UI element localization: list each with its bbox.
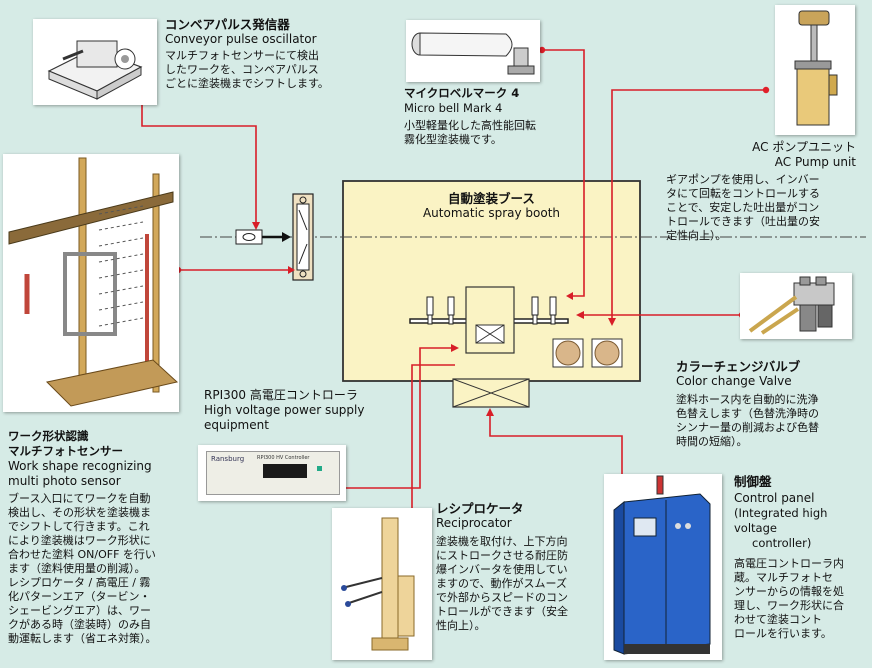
control-cabinet-icon — [613, 475, 711, 655]
conveyor-pulse-desc: マルチフォトセンサーにて検出 したワークを、コンベアパルス ごとに塗装機までシフ… — [165, 49, 329, 90]
reciprocator-label: レシプロケータ Reciprocator 塗装機を取付け、上下方向 にストローク… — [436, 501, 612, 633]
control-panel-desc: 高電圧コントローラ内 蔵。マルチフォトセ ンサーからの情報を処 理し、ワーク形状… — [734, 557, 844, 640]
booth-title: 自動塗装ブース Automatic spray booth — [422, 191, 561, 220]
control-panel-label: 制御盤 Control panel (Integrated high volta… — [734, 474, 872, 641]
work-sensor-desc: ブース入口にてワークを自動 検出し、その形状を塗装機ま でシフトして行きます。こ… — [8, 492, 157, 645]
control-panel-image — [604, 474, 722, 660]
signal-wires — [141, 49, 766, 515]
ac-pump-desc: ギアポンプを使用し、インバー タにて回転をコントロールする ことで、安定した吐出… — [666, 173, 820, 242]
reciprocator-image — [332, 508, 432, 660]
work-sensor-image — [3, 154, 179, 412]
hv-display — [263, 464, 307, 478]
color-valve-desc: 塗料ホース内を自動的に洗浄 色替えします（色替洗浄時の シンナー量の削減および色… — [676, 393, 819, 448]
hv-led — [317, 466, 322, 471]
ac-pump-label: AC ポンプユニット AC Pump unit ギアポンプを使用し、インバー タ… — [666, 140, 866, 243]
reciprocator-desc: 塗装機を取付け、上下方向 にストロークさせる耐圧防 爆インバータを使用してい ま… — [436, 535, 568, 632]
micro-bell-image — [406, 20, 540, 82]
conveyor-pulse-image — [33, 19, 157, 105]
spray-guns-right — [531, 296, 557, 325]
valve-manifold-icon — [748, 276, 835, 335]
color-valve-image — [740, 273, 852, 339]
color-valve-label: カラーチェンジバルブ Color change Valve 塗料ホース内を自動的… — [676, 359, 872, 449]
micro-bell-desc: 小型軽量化した高性能回転 霧化型塗装機です。 — [404, 119, 536, 146]
conveyor-frame-icon — [8, 157, 179, 407]
pump-unit-icon — [794, 10, 838, 126]
bell-applicator-icon — [411, 32, 535, 75]
spray-guns-left — [426, 296, 455, 325]
ac-pump-image — [775, 5, 855, 135]
hv-controller-face: Ransburg RPI300 HV Controller — [206, 451, 340, 495]
hv-controller-image: Ransburg RPI300 HV Controller — [198, 445, 346, 501]
micro-bell-label: マイクロベルマーク 4 Micro bell Mark 4 小型軽量化した高性能… — [404, 86, 584, 147]
hv-controller-label: RPI300 高電圧コントローラ High voltage power supp… — [204, 388, 365, 432]
work-sensor-label: ワーク形状認識 マルチフォトセンサー Work shape recognizin… — [8, 429, 196, 646]
reciprocator-icon — [341, 517, 415, 651]
pulse-oscillator-icon — [47, 40, 143, 100]
conveyor-pulse-label: コンベアパルス発信器 Conveyor pulse oscillator マルチ… — [165, 17, 365, 91]
sensor-box — [235, 229, 263, 245]
